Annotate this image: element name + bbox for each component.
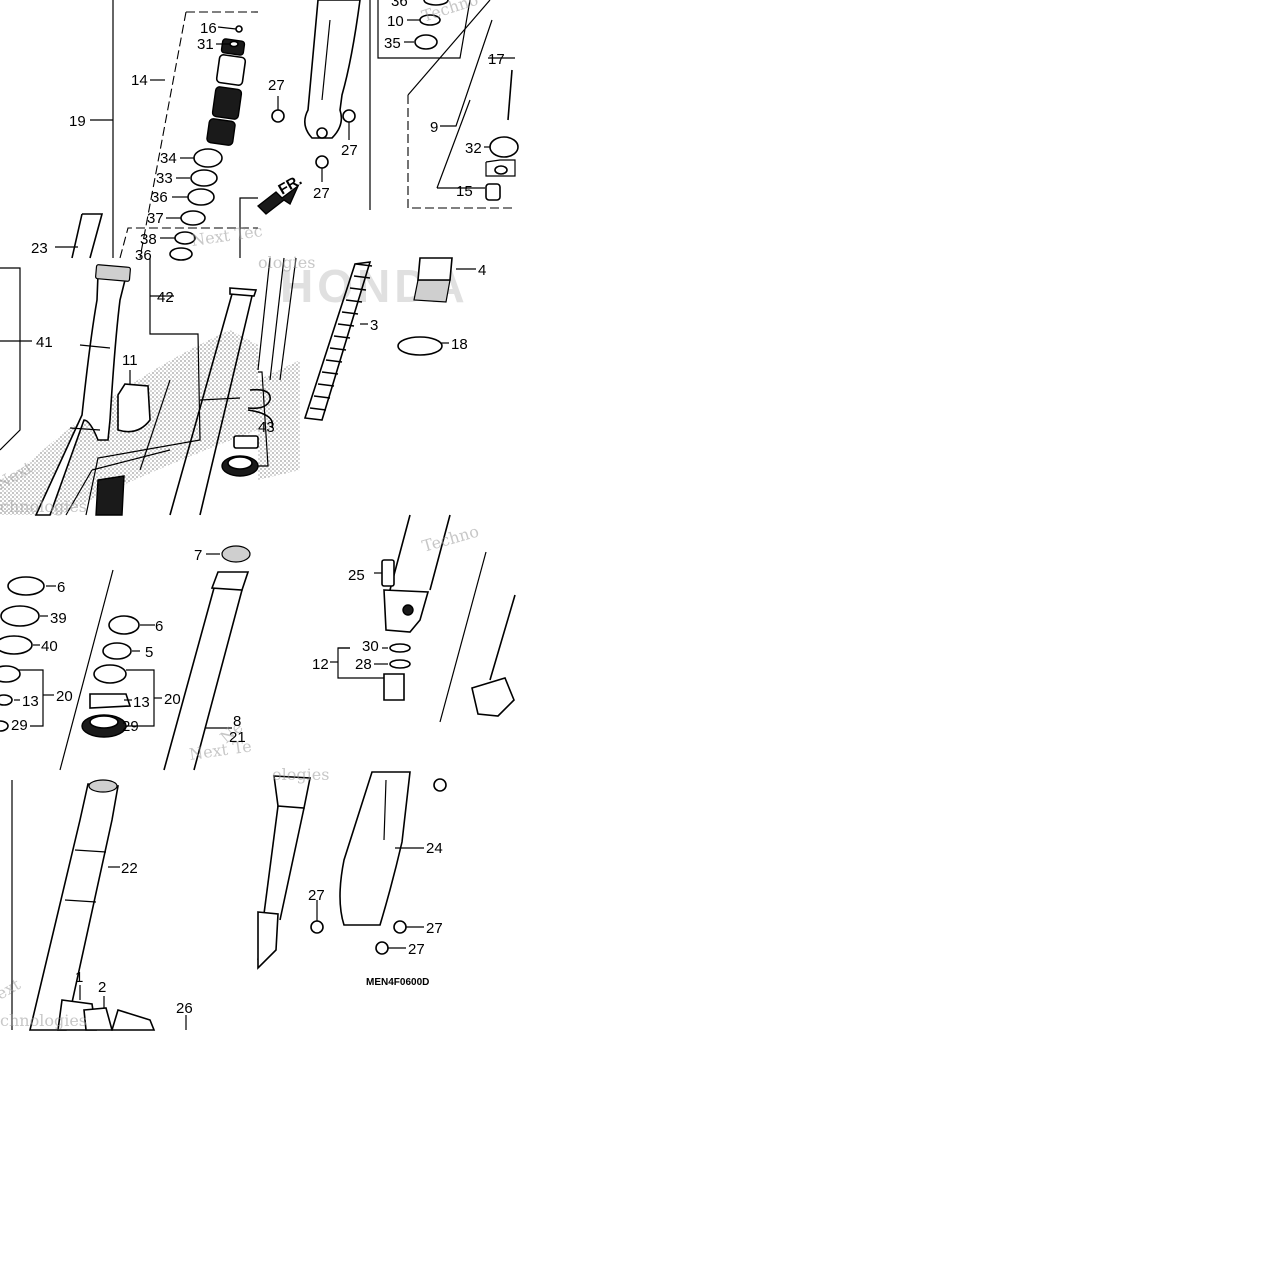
part-number-18: 18 xyxy=(451,336,468,353)
part-number-5: 5 xyxy=(145,644,153,661)
part-number-35: 35 xyxy=(384,35,401,52)
part-number-labels: 1631141934333637383623272727361035179321… xyxy=(11,0,505,1017)
tile-damper-cartridge: Next Tec xyxy=(55,0,264,261)
part-number-1: 1 xyxy=(75,969,83,986)
part-number-42: 42 xyxy=(157,289,174,306)
part-number-36: 36 xyxy=(151,189,168,206)
svg-text:ologies: ologies xyxy=(258,253,315,272)
part-number-8: 8 xyxy=(233,713,241,730)
part-number-27: 27 xyxy=(313,185,330,202)
part-number-33: 33 xyxy=(156,170,173,187)
part-number-40: 40 xyxy=(41,638,58,655)
part-number-3: 3 xyxy=(370,317,378,334)
tile-axle-holder: Techno xyxy=(330,514,516,723)
part-number-6: 6 xyxy=(57,579,65,596)
part-number-21: 21 xyxy=(229,729,246,746)
svg-text:Next Tec: Next Tec xyxy=(190,221,264,250)
part-number-30: 30 xyxy=(362,638,379,655)
part-number-20: 20 xyxy=(56,688,73,705)
tile-bushings-seals: Next Te Ne xyxy=(0,545,253,771)
part-number-4: 4 xyxy=(478,262,486,279)
part-number-10: 10 xyxy=(387,13,404,30)
svg-text:chnologies: chnologies xyxy=(0,1011,87,1030)
part-number-27: 27 xyxy=(426,920,443,937)
svg-text:Techno: Techno xyxy=(420,522,481,556)
part-number-29: 29 xyxy=(11,717,28,734)
part-number-27: 27 xyxy=(408,941,425,958)
part-number-17: 17 xyxy=(488,51,505,68)
fork-spring-coils xyxy=(309,263,373,411)
part-number-26: 26 xyxy=(176,1000,193,1017)
part-number-41: 41 xyxy=(36,334,53,351)
part-number-24: 24 xyxy=(426,840,443,857)
tile-outer-tube: ext chnologies xyxy=(0,779,187,1031)
part-number-37: 37 xyxy=(147,210,164,227)
part-number-28: 28 xyxy=(355,656,372,673)
part-number-27: 27 xyxy=(341,142,358,159)
part-number-13: 13 xyxy=(133,694,150,711)
part-number-27: 27 xyxy=(308,887,325,904)
part-number-31: 31 xyxy=(197,36,214,53)
part-number-16: 16 xyxy=(200,20,217,37)
part-number-11: 11 xyxy=(122,352,138,369)
part-number-38: 38 xyxy=(140,231,157,248)
tile-fork-spring: HONDA ologies xyxy=(221,253,476,480)
part-number-36: 36 xyxy=(135,247,152,264)
part-number-36: 36 xyxy=(391,0,408,10)
part-number-19: 19 xyxy=(69,113,86,130)
part-number-25: 25 xyxy=(348,567,365,584)
part-number-9: 9 xyxy=(430,119,438,136)
part-number-15: 15 xyxy=(456,183,473,200)
part-number-39: 39 xyxy=(50,610,67,627)
part-number-27: 27 xyxy=(268,77,285,94)
tile-slider-bottom: ologies xyxy=(257,765,447,970)
part-number-43: 43 xyxy=(258,419,275,436)
part-number-29: 29 xyxy=(122,718,139,735)
part-number-20: 20 xyxy=(164,691,181,708)
svg-text:chnologies: chnologies xyxy=(0,497,87,516)
part-number-14: 14 xyxy=(131,72,148,89)
part-number-22: 22 xyxy=(121,860,138,877)
part-number-12: 12 xyxy=(312,656,329,673)
part-number-7: 7 xyxy=(194,547,202,564)
drawing-code: MEN4F0600D xyxy=(366,977,429,988)
part-number-34: 34 xyxy=(160,150,177,167)
tile-inner-tube: Next chnologies xyxy=(0,258,258,516)
front-arrow-label: FR. xyxy=(276,172,305,199)
part-number-6: 6 xyxy=(155,618,163,635)
part-number-23: 23 xyxy=(31,240,48,257)
svg-text:ologies: ologies xyxy=(272,765,329,784)
part-number-32: 32 xyxy=(465,140,482,157)
part-number-13: 13 xyxy=(22,693,39,710)
part-number-2: 2 xyxy=(98,979,106,996)
tile-fork-slider: Techno xyxy=(256,0,519,215)
